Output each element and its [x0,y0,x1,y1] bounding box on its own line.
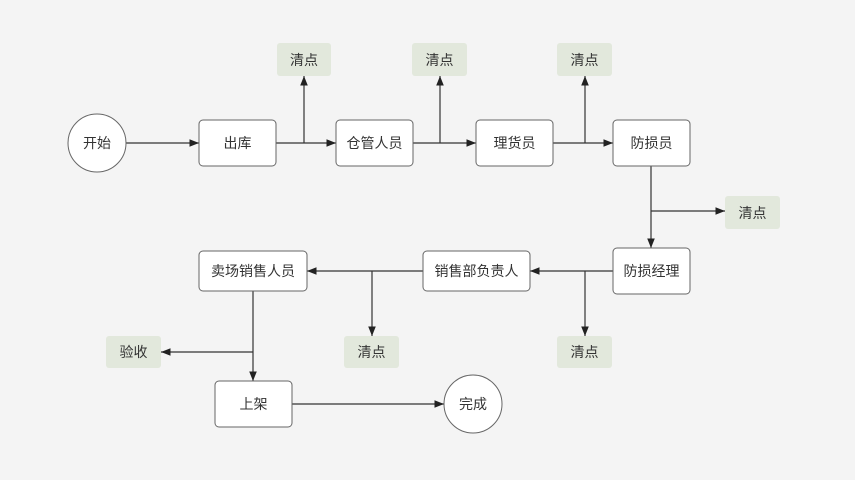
node-floor-sales[interactable]: 卖场销售人员 [198,250,308,292]
node-shelving[interactable]: 上架 [214,380,293,428]
node-start[interactable]: 开始 [67,113,127,173]
note-label: 清点 [426,53,454,69]
node-label: 上架 [240,397,268,413]
note-label: 验收 [120,345,148,361]
node-outbound[interactable]: 出库 [198,119,277,167]
node-label: 开始 [83,136,111,152]
node-sales-head[interactable]: 销售部负责人 [422,250,531,292]
note-label: 清点 [739,206,767,222]
note-count-1[interactable]: 清点 [277,43,331,76]
node-warehouse-staff[interactable]: 仓管人员 [335,119,414,167]
node-label: 出库 [224,136,252,152]
node-label: 仓管人员 [347,136,403,152]
note-count-2[interactable]: 清点 [412,43,467,76]
note-label: 清点 [571,345,599,361]
note-acceptance[interactable]: 验收 [106,336,161,368]
node-tally-clerk[interactable]: 理货员 [475,119,554,167]
node-label: 完成 [459,397,487,413]
node-loss-prevention[interactable]: 防损员 [612,119,691,167]
note-count-4[interactable]: 清点 [725,196,780,229]
note-label: 清点 [571,53,599,69]
node-label: 防损员 [631,136,673,152]
node-label: 卖场销售人员 [211,264,295,280]
edges [126,76,725,408]
note-label: 清点 [358,345,386,361]
note-label: 清点 [290,53,318,69]
node-loss-prevention-manager[interactable]: 防损经理 [612,247,691,295]
node-label: 销售部负责人 [435,264,519,280]
note-count-6[interactable]: 清点 [344,336,399,368]
node-label: 理货员 [494,135,536,152]
note-count-5[interactable]: 清点 [557,336,612,368]
note-count-3[interactable]: 清点 [557,43,612,76]
node-label: 防损经理 [624,264,680,280]
node-finish[interactable]: 完成 [443,374,503,434]
